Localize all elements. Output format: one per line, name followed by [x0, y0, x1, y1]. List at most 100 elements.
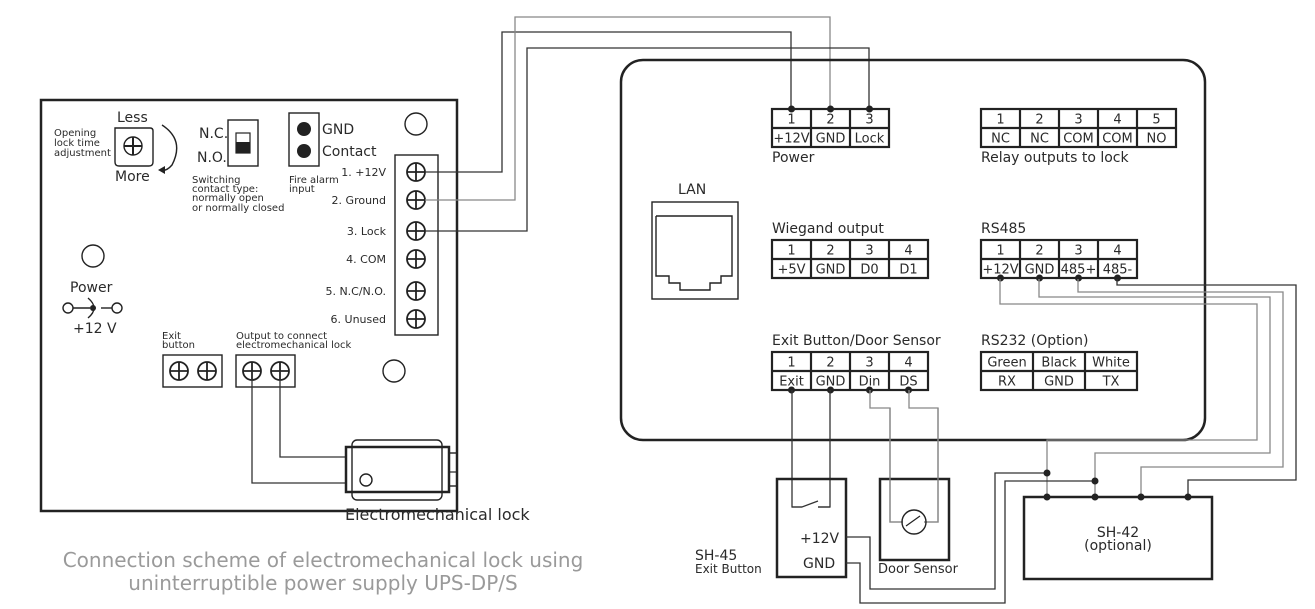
sh45-label: Exit Button	[695, 562, 762, 576]
fire-alarm-connector	[288, 112, 320, 167]
wiegand-connector-title: Wiegand output	[772, 221, 884, 237]
rs485-connector-pin: 1	[996, 244, 1004, 259]
terminal-block	[394, 154, 439, 336]
sh42-model: SH-42	[1097, 525, 1139, 541]
adjust-label-3: adjustment	[54, 148, 111, 159]
power-connector-signal: Lock	[855, 132, 885, 147]
wiegand-connector-pin: 3	[865, 244, 873, 259]
adjust-label-2: lock time	[54, 138, 100, 149]
output-label-1: Output to connect	[236, 331, 327, 342]
relay-connector-pin: 2	[1035, 113, 1043, 128]
rs232-connector-signal: GND	[1044, 375, 1074, 390]
screw-terminal-icon[interactable]	[406, 221, 426, 241]
terminal-label-2: 2. Ground	[332, 194, 386, 207]
exit-door-connector-signal: DS	[899, 375, 917, 390]
nc-label: N.C.	[199, 126, 228, 142]
wire-rs485-gnd	[1038, 279, 1271, 497]
exit-door-connector-pin: 1	[787, 356, 795, 371]
wiegand-connector-signal: GND	[816, 263, 846, 278]
screw-terminal-icon[interactable]	[406, 309, 426, 329]
exit-terminal-block	[162, 354, 223, 388]
wire-lock	[425, 47, 870, 232]
mount-hole	[382, 359, 406, 383]
terminal-label-1: 1. +12V	[341, 166, 386, 179]
wire-exit-gnd	[818, 390, 831, 508]
rs485-connector-pin: 4	[1113, 244, 1121, 259]
contact-switch[interactable]	[227, 119, 259, 167]
wire-exit-12v	[846, 472, 1047, 590]
wire-dot	[1075, 274, 1082, 282]
relay-connector-pin: 3	[1074, 113, 1082, 128]
lock-output-terminal-block	[235, 354, 296, 388]
wire-dot	[997, 274, 1004, 282]
power-connector-pin: 1	[787, 113, 795, 128]
exit-door-connector-pin: 3	[865, 356, 873, 371]
power-connector-title: Power	[772, 150, 815, 166]
wire-dot	[827, 105, 834, 113]
fire-contact-label: Contact	[322, 144, 377, 160]
caption-line-1: Connection scheme of electromechanical l…	[63, 548, 584, 572]
relay-connector-signal: NO	[1147, 132, 1167, 147]
wire-dot	[1114, 274, 1121, 282]
relay-connector-signal: COM	[1102, 132, 1133, 147]
no-label: N.O.	[197, 150, 227, 166]
power-connector-pin: 2	[826, 113, 834, 128]
switch-desc-4: or normally closed	[192, 203, 284, 214]
exit-door-connector-pin: 4	[904, 356, 912, 371]
wire-12v	[425, 31, 792, 173]
relay-connector-pin: 5	[1152, 113, 1160, 128]
adjust-screw-icon[interactable]	[123, 136, 143, 156]
wiegand-connector-pin: 2	[826, 244, 834, 259]
rs232-connector-title: RS232 (Option)	[981, 333, 1088, 349]
exit-door-connector-title: Exit Button/Door Sensor	[772, 333, 941, 349]
fire-gnd-pin	[297, 122, 311, 136]
exit-door-connector-signal: GND	[816, 375, 846, 390]
wiegand-connector-signal: +5V	[777, 263, 805, 278]
rs485-connector-title: RS485	[981, 221, 1026, 237]
rs232-connector-signal: TX	[1102, 375, 1120, 390]
dc-jack-icon	[62, 297, 123, 319]
electromechanical-lock: Electromechanical lock	[251, 371, 530, 524]
wire-exit-gnd-out	[846, 480, 1095, 604]
rs485-connector-signal: 485+	[1061, 263, 1097, 278]
sh45-model: SH-45	[695, 548, 737, 564]
relay-connector-signal: NC	[1030, 132, 1049, 147]
wire-rs485-12v	[999, 279, 1258, 497]
junction-dot	[1043, 469, 1051, 477]
junction-dot	[1091, 477, 1099, 485]
lan-label: LAN	[678, 182, 706, 198]
terminal-label-3: 3. Lock	[347, 225, 387, 238]
wire-exit	[791, 390, 802, 508]
terminal-label-6: 6. Unused	[331, 313, 386, 326]
exit-gnd-label: GND	[803, 556, 835, 572]
rs485-connector-pin: 3	[1074, 244, 1082, 259]
rs485-connector-signal: 485-	[1103, 263, 1133, 278]
caption-line-2: uninterruptible power supply UPS-DP/S	[128, 571, 517, 595]
rs232-connector-signal: RX	[998, 375, 1016, 390]
fire-label-1: Fire alarm	[289, 175, 339, 186]
screw-terminal-icon[interactable]	[406, 190, 426, 210]
relay-connector-title: Relay outputs to lock	[981, 150, 1129, 166]
rs232-connector-pin: White	[1092, 356, 1130, 371]
exit-label-2: button	[162, 340, 195, 351]
screw-terminal-icon[interactable]	[197, 361, 217, 381]
screw-terminal-icon[interactable]	[406, 281, 426, 301]
screw-terminal-icon[interactable]	[169, 361, 189, 381]
lan-port-icon	[651, 201, 739, 300]
sh42-note: (optional)	[1084, 538, 1152, 554]
screw-terminal-icon[interactable]	[406, 249, 426, 269]
less-label: Less	[117, 110, 148, 126]
screw-terminal-icon[interactable]	[406, 162, 426, 182]
ups-board-outline	[39, 98, 459, 513]
power-connector-signal: +12V	[773, 132, 809, 147]
wiegand-connector-pin: 4	[904, 244, 912, 259]
exit-door-connector-signal: Din	[859, 375, 881, 390]
power-voltage: +12 V	[73, 321, 117, 337]
ups-board: Opening lock time adjustment Less More N…	[39, 98, 459, 513]
rs232-connector-pin: Black	[1041, 356, 1077, 371]
lock-label: Electromechanical lock	[345, 505, 530, 524]
